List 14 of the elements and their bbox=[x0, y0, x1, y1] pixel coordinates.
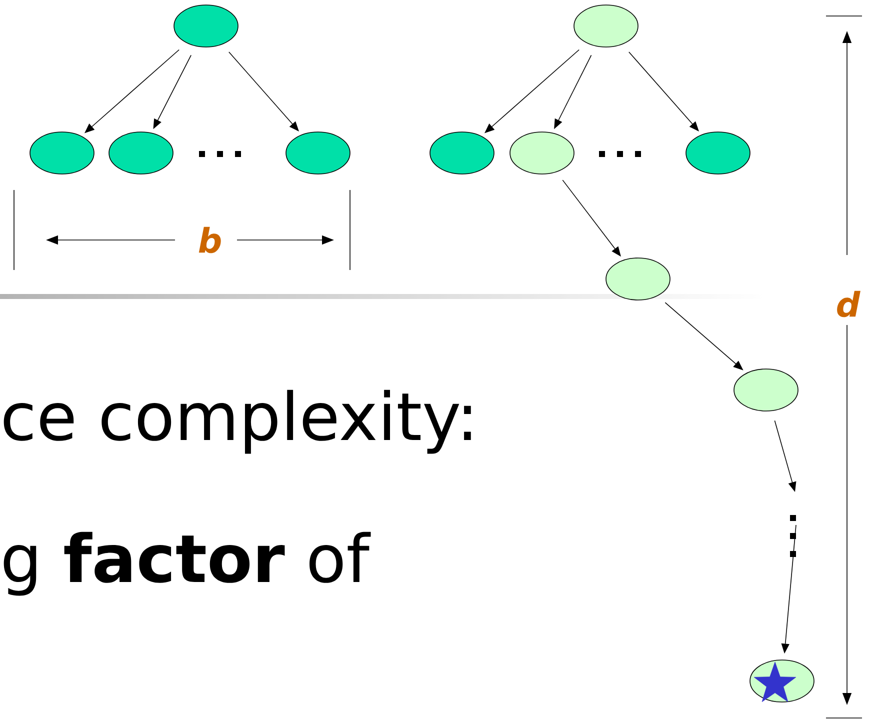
tree-node bbox=[174, 4, 238, 48]
tree-node bbox=[574, 4, 638, 48]
dimension-label: d bbox=[837, 290, 860, 318]
body-text: ce complexity: bbox=[4, 390, 471, 454]
tree-node bbox=[606, 258, 670, 300]
tree-node bbox=[108, 132, 174, 174]
dimension-label: b bbox=[198, 226, 221, 254]
tree-node bbox=[686, 132, 750, 174]
body-text: g factor of bbox=[4, 532, 371, 596]
tree-node bbox=[286, 132, 350, 174]
tree-node bbox=[510, 132, 574, 174]
tree-node bbox=[734, 368, 798, 412]
tree-node bbox=[30, 132, 94, 174]
tree-node bbox=[430, 132, 494, 174]
